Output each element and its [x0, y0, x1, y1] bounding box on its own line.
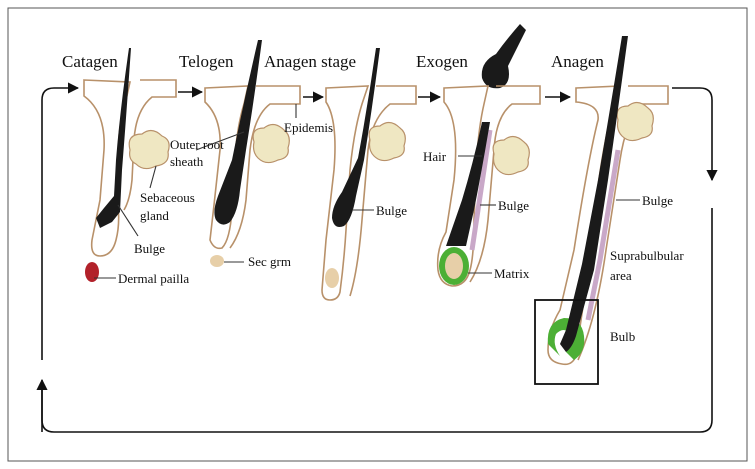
follicle-exogen	[436, 24, 541, 287]
stage-title-telogen: Telogen	[179, 52, 234, 71]
follicle-anagen	[534, 36, 669, 385]
hair-shaft	[446, 122, 490, 246]
arrow-into-catagen	[41, 82, 80, 360]
label-sebaceous-gland: Sebaceous	[140, 190, 195, 205]
label-outer-root-sheath-2: sheath	[170, 154, 204, 169]
label-suprabulbular-area-2: area	[610, 268, 632, 283]
label-outer-root-sheath: Outer root	[170, 137, 224, 152]
stage-title-exogen: Exogen	[416, 52, 468, 71]
follicle-anagen-stage	[321, 48, 417, 301]
label-bulge-anagen: Bulge	[642, 193, 673, 208]
arrow-return-bottom	[41, 208, 713, 433]
hair-shaft	[560, 36, 628, 352]
figure-border	[7, 7, 748, 462]
stage-title-anagen-stage: Anagen stage	[264, 52, 356, 71]
label-bulb: Bulb	[610, 329, 635, 344]
label-hair: Hair	[423, 149, 447, 164]
sebaceous-gland	[252, 123, 290, 164]
stage-title-anagen: Anagen	[551, 52, 604, 71]
matrix	[445, 253, 463, 279]
inner-sheath	[469, 129, 493, 251]
sebaceous-gland	[492, 135, 530, 176]
follicle-telogen	[204, 40, 301, 267]
label-suprabulbular-area: Suprabulbular	[610, 248, 684, 263]
inner-sheath	[585, 149, 621, 321]
cycle-arrows	[36, 82, 718, 433]
follicle-outline-right	[229, 85, 301, 249]
label-bulge-anagen-stage: Bulge	[376, 203, 407, 218]
bulb-box	[534, 299, 599, 385]
sebaceous-gland	[128, 129, 170, 170]
label-bulge-exogen: Bulge	[498, 198, 529, 213]
sebaceous-gland	[616, 101, 654, 142]
stage-title-catagen: Catagen	[62, 52, 118, 71]
hair-shaft	[96, 48, 131, 228]
dermal-papilla	[85, 262, 99, 282]
hair-shaft	[214, 40, 262, 225]
hair-shaft	[332, 48, 380, 227]
leader-lines	[94, 104, 640, 279]
sebaceous-gland	[368, 121, 406, 162]
arrow-anagen-down	[672, 87, 718, 182]
label-sebaceous-gland-2: gland	[140, 208, 169, 223]
label-dermal-papilla: Dermal pailla	[118, 271, 189, 286]
germ	[325, 268, 339, 288]
label-matrix: Matrix	[494, 266, 530, 281]
label-epidermis: Epidemis	[284, 120, 333, 135]
label-bulge-catagen: Bulge	[134, 241, 165, 256]
follicle-outline-right	[349, 85, 417, 297]
label-sec-germ: Sec grm	[248, 254, 291, 269]
follicle-catagen	[83, 48, 177, 282]
shed-hair	[481, 24, 526, 89]
secondary-germ	[210, 255, 224, 267]
